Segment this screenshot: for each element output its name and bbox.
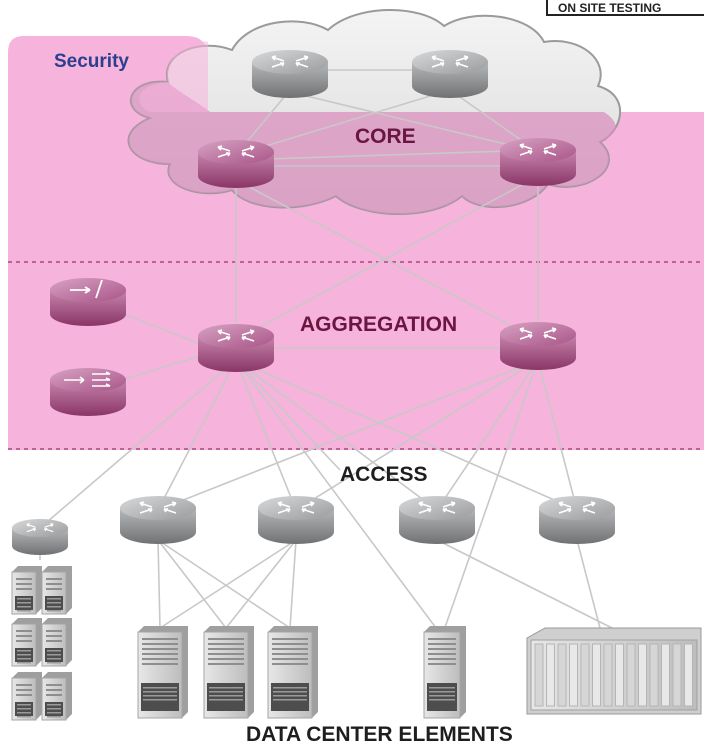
firewall-icon[interactable] — [50, 278, 126, 326]
core-label: CORE — [355, 125, 416, 148]
aggregation-router-right[interactable] — [500, 322, 576, 370]
server-1[interactable] — [137, 626, 188, 719]
core-router-top-left[interactable] — [252, 50, 328, 98]
aggregation-label: AGGREGATION — [300, 313, 457, 336]
caption: DATA CENTER ELEMENTS — [246, 723, 513, 746]
core-router-right[interactable] — [500, 138, 576, 186]
server-small-4[interactable] — [41, 618, 72, 667]
access-router-3[interactable] — [399, 496, 475, 544]
access-router-1[interactable] — [120, 496, 196, 544]
server-small-2[interactable] — [41, 566, 72, 615]
server-small-5[interactable] — [11, 672, 42, 721]
on-site-testing-badge: ON SITE TESTING — [546, 0, 704, 16]
core-router-left[interactable] — [198, 140, 274, 188]
load-balancer-icon[interactable] — [50, 368, 126, 416]
server-small-1[interactable] — [11, 566, 42, 615]
server-small-3[interactable] — [11, 618, 42, 667]
server-small-6[interactable] — [41, 672, 72, 721]
server-4[interactable] — [423, 626, 466, 719]
server-2[interactable] — [203, 626, 254, 719]
access-router-2[interactable] — [258, 496, 334, 544]
core-router-top-right[interactable] — [412, 50, 488, 98]
server-3[interactable] — [267, 626, 318, 719]
aggregation-router-left[interactable] — [198, 324, 274, 372]
access-router-small[interactable] — [12, 519, 68, 555]
access-label: ACCESS — [340, 463, 428, 486]
blade-chassis-icon[interactable] — [526, 627, 702, 715]
security-label: Security — [54, 51, 129, 72]
access-router-4[interactable] — [539, 496, 615, 544]
